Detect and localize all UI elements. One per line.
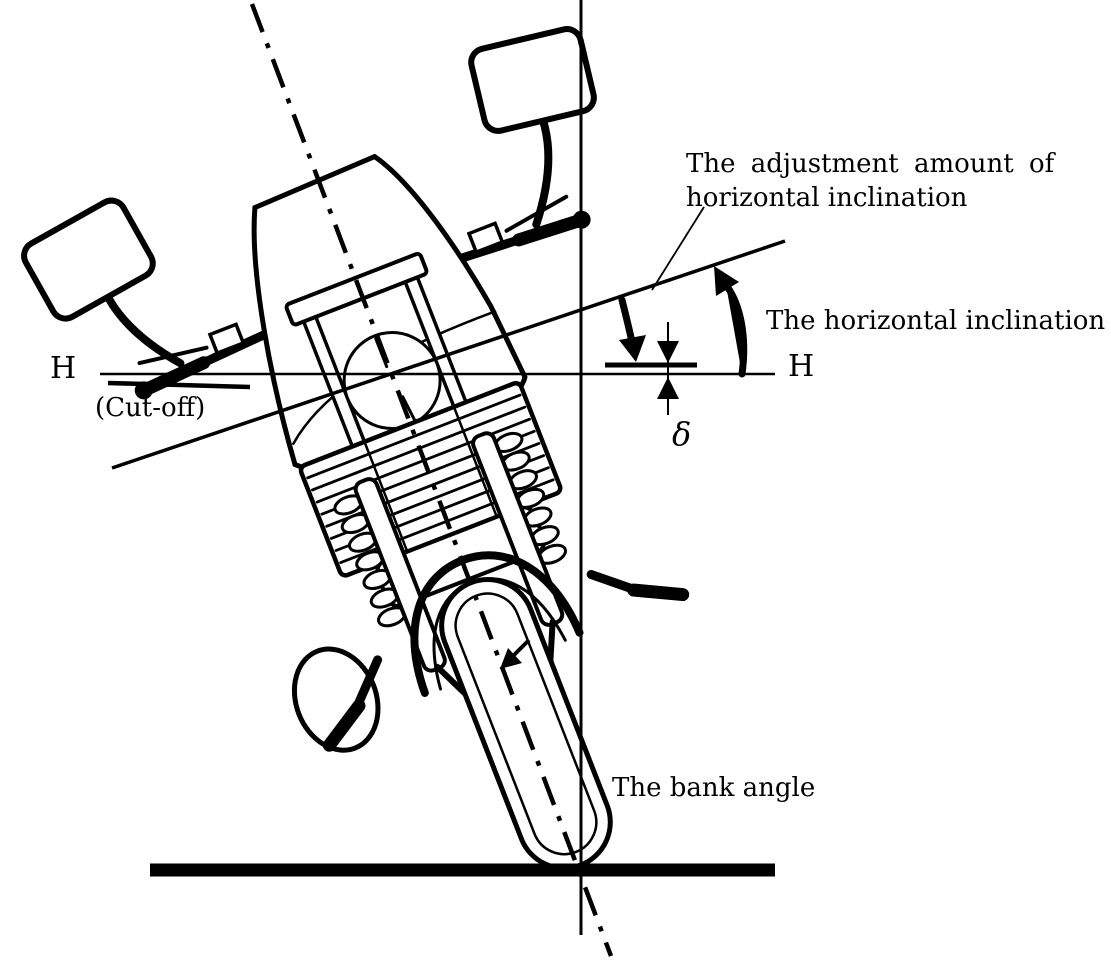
fork-spring-left <box>333 494 407 628</box>
triple-clamp <box>284 251 429 327</box>
delta-arrow-up <box>657 377 679 399</box>
h-label-left: H <box>50 351 76 386</box>
delta-arrow-down <box>657 341 679 363</box>
bank-angle-label: The bank angle <box>612 773 815 803</box>
horizontal-inclination-label: The horizontal inclination <box>766 306 1105 336</box>
grip-right <box>512 213 587 247</box>
master-cylinder-right <box>466 221 505 255</box>
inclination-curved-arrow <box>722 281 748 378</box>
footpeg-left <box>322 699 366 752</box>
h-label-right: H <box>788 349 814 384</box>
brake-lever <box>504 194 569 233</box>
footpeg-right <box>627 583 690 602</box>
mirror-right <box>468 26 597 134</box>
mirror-left <box>21 197 156 322</box>
bike-center-axis-line <box>249 3 614 957</box>
adjustment-leader-line <box>651 206 705 291</box>
engine-guard-left <box>291 646 381 753</box>
adjustment-arrow-shaft <box>618 296 636 346</box>
beam-inclination-line <box>111 239 786 470</box>
axis-arrow-head <box>500 648 522 669</box>
adjustment-label-line2: horizontal inclination <box>686 183 968 213</box>
engine-divider-right <box>452 405 499 519</box>
clutch-lever <box>137 345 209 366</box>
motorcycle-drawing <box>21 26 690 871</box>
fork-spring-right <box>493 431 568 565</box>
cutoff-label: (Cut-off) <box>95 393 205 423</box>
cutoff-line <box>107 380 251 390</box>
axis-arrow-shaft <box>510 638 531 659</box>
engine-divider-left <box>363 440 409 553</box>
master-cylinder-left <box>207 322 246 356</box>
adjustment-label-line1: The adjustment amount of <box>686 149 1057 179</box>
peg-bracket-right <box>586 569 648 598</box>
delta-label: δ <box>672 415 691 453</box>
mirror-stalk-right <box>532 116 553 229</box>
inclination-arrow-head <box>714 266 739 296</box>
adjustment-arrow-head <box>619 335 646 362</box>
